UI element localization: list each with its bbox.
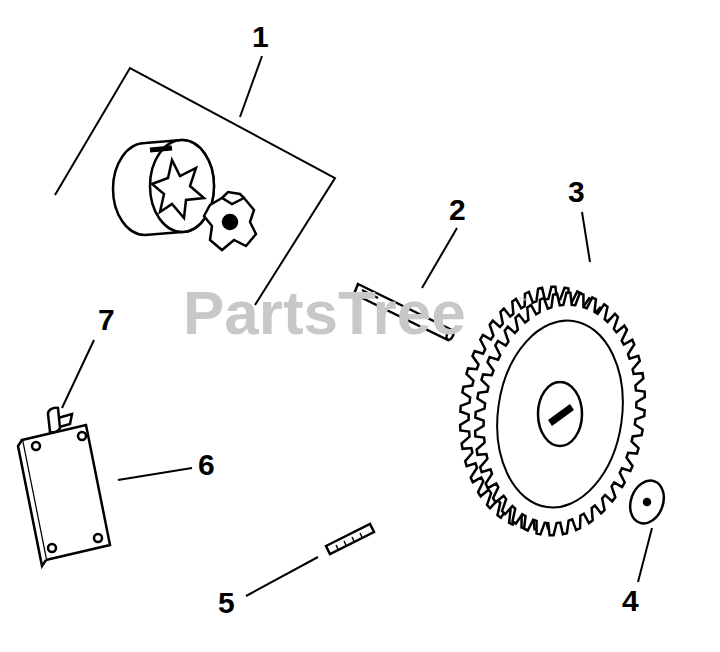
dowel-pin	[326, 524, 374, 554]
group-bracket	[55, 68, 335, 305]
callout-number: 2	[449, 195, 466, 225]
watermark: PartsTree	[183, 282, 466, 344]
leader-line	[246, 557, 318, 596]
callout-number: 5	[218, 588, 235, 618]
pump-cover	[18, 425, 110, 566]
trademark-mark: ™	[518, 296, 528, 306]
inner-rotor	[204, 192, 256, 250]
outer-rotor	[113, 140, 214, 235]
cover-screw	[48, 408, 72, 432]
callout-number: 4	[622, 586, 639, 616]
callout-number: 6	[198, 450, 215, 480]
leader-line	[422, 228, 457, 288]
leader-line	[118, 468, 192, 480]
callout-number: 3	[568, 177, 585, 207]
callout-number: 1	[252, 22, 269, 52]
callout-number: 7	[98, 305, 115, 335]
leader-line	[62, 340, 94, 408]
thrust-washer	[624, 476, 669, 528]
leader-line	[638, 528, 652, 582]
leader-line	[240, 56, 262, 117]
leader-line	[582, 212, 590, 262]
oil-pump-gear	[460, 287, 645, 536]
